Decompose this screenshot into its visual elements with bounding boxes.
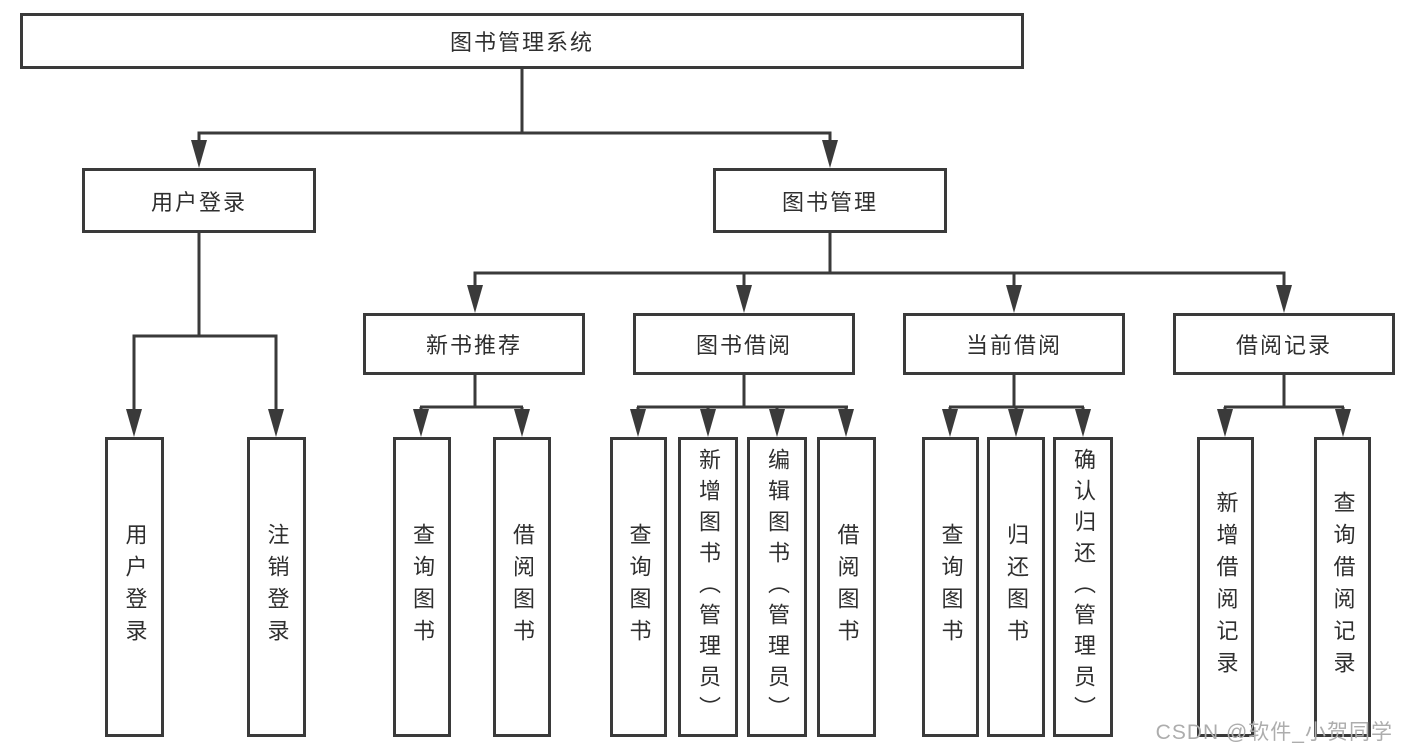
node-user-login: 用户登录: [82, 168, 316, 233]
node-label: 图书借阅: [695, 333, 792, 358]
node-new-book-recommend: 新书推荐: [363, 313, 585, 375]
node-borrow-records: 借阅记录: [1173, 313, 1395, 375]
node-label: 归还图书: [1004, 523, 1029, 651]
leaf-borrow-books-1: 借阅图书: [493, 437, 551, 737]
node-label: 查询图书: [938, 523, 964, 651]
leaf-confirm-return-admin: 确认归还（管理员）: [1053, 437, 1113, 737]
leaf-query-books-2: 查询图书: [610, 437, 667, 737]
node-label: 查询图书: [410, 523, 435, 651]
node-label: 新增借阅记录: [1213, 491, 1239, 683]
node-current-borrow: 当前借阅: [903, 313, 1125, 375]
node-label: 编辑图书（管理员）: [765, 447, 790, 727]
node-label: 借阅图书: [834, 523, 860, 651]
node-label: 注销登录: [264, 523, 290, 651]
node-label: 用户登录: [122, 523, 148, 651]
leaf-add-borrow-record: 新增借阅记录: [1197, 437, 1254, 737]
leaf-query-books-1: 查询图书: [393, 437, 451, 737]
node-label: 图书管理: [781, 189, 878, 215]
node-label: 图书管理系统: [449, 30, 594, 55]
leaf-add-book-admin: 新增图书（管理员）: [678, 437, 738, 737]
leaf-query-books-3: 查询图书: [922, 437, 979, 737]
leaf-return-book: 归还图书: [987, 437, 1045, 737]
leaf-logout: 注销登录: [247, 437, 306, 737]
node-label: 当前借阅: [965, 333, 1062, 358]
node-label: 新书推荐: [425, 333, 522, 358]
node-book-management: 图书管理: [713, 168, 947, 233]
node-label: 借阅记录: [1235, 333, 1332, 358]
node-label: 用户登录: [150, 189, 247, 215]
node-label: 确认归还（管理员）: [1071, 447, 1096, 727]
node-label: 查询借阅记录: [1330, 491, 1356, 683]
node-label: 查询图书: [626, 523, 652, 651]
leaf-user-login: 用户登录: [105, 437, 164, 737]
leaf-query-borrow-record: 查询借阅记录: [1314, 437, 1371, 737]
node-book-borrow: 图书借阅: [633, 313, 855, 375]
leaf-edit-book-admin: 编辑图书（管理员）: [747, 437, 807, 737]
leaf-borrow-books-2: 借阅图书: [817, 437, 876, 737]
node-label: 新增图书（管理员）: [696, 447, 721, 727]
node-label: 借阅图书: [510, 523, 535, 651]
arrowheads: [126, 140, 1351, 437]
node-root: 图书管理系统: [20, 13, 1024, 69]
csdn-watermark: CSDN @软件_小贺同学: [1155, 721, 1393, 744]
